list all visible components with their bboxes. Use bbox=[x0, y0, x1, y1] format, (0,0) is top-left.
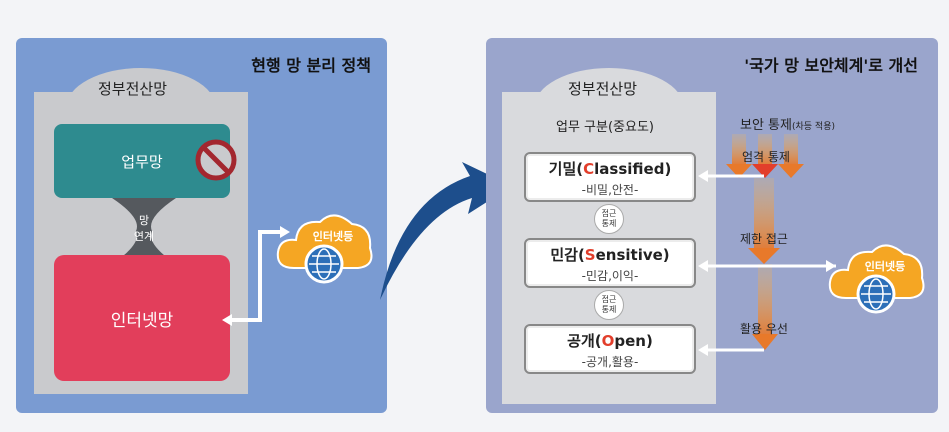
internet-cloud-icon bbox=[828, 244, 925, 314]
internet-network-box: 인터넷망 bbox=[54, 255, 230, 381]
gov-network-label: 정부전산망 bbox=[568, 80, 638, 98]
tier-classified-title: 기밀(Classified) bbox=[548, 160, 672, 178]
internet-cloud-label: 인터넷등 bbox=[864, 260, 906, 273]
tier-open: 공개(Open) -공개,활용- bbox=[524, 324, 696, 374]
internet-cloud-icon bbox=[276, 214, 373, 284]
tier-sensitive-title: 민감(Sensitive) bbox=[550, 246, 670, 264]
tier-open-sub: -공개,활용- bbox=[581, 355, 639, 369]
current-policy-title: 현행 망 분리 정책 bbox=[251, 56, 371, 75]
tier-sensitive: 민감(Sensitive) -민감,이익- bbox=[524, 238, 696, 288]
security-control-arrows bbox=[698, 134, 836, 356]
priority-use-label: 활용 우선 bbox=[740, 322, 788, 336]
current-policy-panel: 현행 망 분리 정책 정부전산망 업무망 망 연계 인터넷망 인터넷등 bbox=[16, 38, 387, 413]
improved-policy-panel: '국가 망 보안체계'로 개선 정부전산망 업무 구분(중요도) 보안 통제( bbox=[486, 38, 938, 413]
tier-sensitive-sub: -민감,이익- bbox=[581, 269, 639, 283]
limited-access-label: 제한 접근 bbox=[740, 232, 788, 246]
security-control-label: 보안 통제(차등 적용) bbox=[740, 118, 835, 133]
left-connection-arrow bbox=[222, 226, 290, 326]
network-link-label: 망 연계 bbox=[133, 214, 155, 243]
internet-cloud-label: 인터넷등 bbox=[312, 230, 354, 243]
internet-network-label: 인터넷망 bbox=[110, 310, 174, 331]
prohibited-icon bbox=[195, 139, 237, 181]
tier-classified: 기밀(Classified) -비밀,안전- bbox=[524, 152, 696, 202]
strict-control-label: 엄격 통제 bbox=[742, 150, 790, 164]
gov-network-label: 정부전산망 bbox=[98, 80, 168, 98]
work-network-label: 업무망 bbox=[121, 152, 163, 171]
network-link-shape bbox=[112, 198, 176, 264]
tier-classified-sub: -비밀,안전- bbox=[581, 183, 639, 197]
improved-policy-title: '국가 망 보안체계'로 개선 bbox=[744, 56, 918, 75]
business-classification-label: 업무 구분(중요도) bbox=[556, 120, 654, 135]
tier-open-title: 공개(Open) bbox=[567, 332, 653, 350]
